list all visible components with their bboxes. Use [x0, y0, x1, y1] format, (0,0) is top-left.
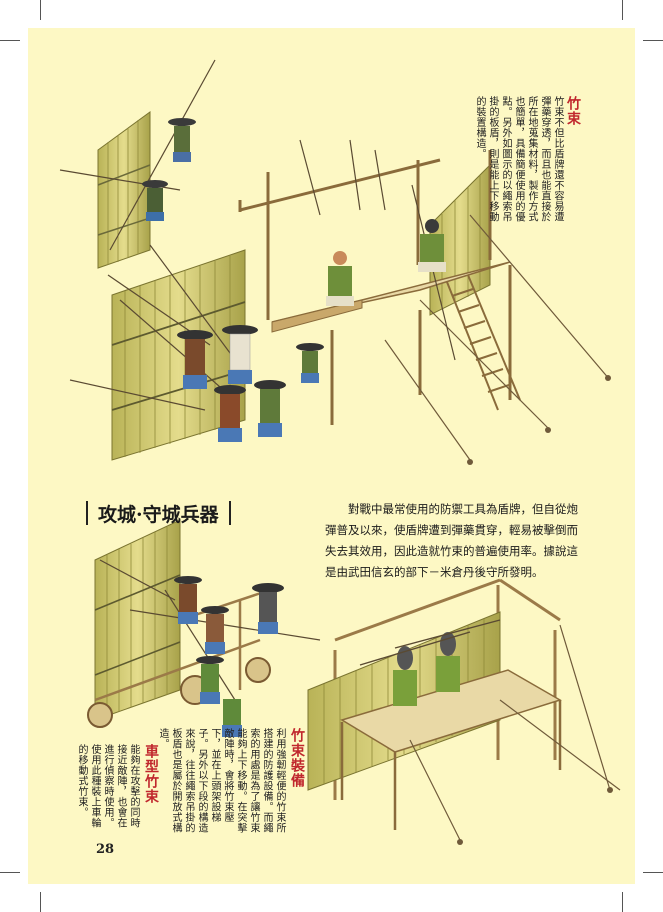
- heading-bar-left: [86, 501, 88, 525]
- crop-mark-bottom-right-h: [643, 872, 663, 873]
- wheeled-cart: [87, 519, 321, 737]
- caption-text-chexing-zhushu: 能夠在攻擊的同時接近敵陣，也會在進行偵察時使用。使用此種裝上車輪的移動式竹束。: [76, 744, 139, 828]
- bamboo-wall-top-left: [97, 111, 151, 269]
- soldiers-top: [142, 118, 446, 442]
- caption-title-zhushu: 竹束: [565, 96, 581, 126]
- caption-text-zhushu-zhuangbei: 利用強韌輕便的竹束所搭建的防護設備。而繩索的用處是為了讓竹束能夠上下移動。在突擊…: [157, 728, 285, 833]
- caption-text-zhushu: 竹束不但比盾牌還不容易遭彈藥穿透，而且也能直接於所在地蒐集材料，製作方式也簡單，…: [474, 96, 563, 222]
- ropes-bottom: [409, 624, 621, 841]
- caption-title-zhushu-zhuangbei: 竹束裝備: [289, 728, 305, 788]
- crop-mark-top-right-h: [643, 40, 663, 41]
- crop-mark-top-left: [40, 0, 41, 20]
- bamboo-apparatus: [307, 578, 621, 845]
- crop-mark-bottom-right: [622, 892, 623, 912]
- section-body: 對戰中最常使用的防禦工具為盾牌，但自從炮彈普及以來，使盾牌遭到彈藥貫穿，輕易被擊…: [325, 502, 578, 579]
- page-number: 28: [96, 842, 115, 857]
- soldiers-cart: [174, 576, 284, 737]
- section-heading: 攻城·守城兵器: [86, 500, 231, 526]
- rope-stakes: [467, 375, 611, 465]
- crop-mark-bottom-left-h: [0, 872, 20, 873]
- bamboo-wall-right: [429, 163, 491, 316]
- caption-title-chexing-zhushu: 車型竹束: [143, 744, 159, 804]
- crop-mark-top-right: [622, 0, 623, 20]
- section-title: 攻城·守城兵器: [98, 503, 219, 526]
- crop-mark-bottom-left: [40, 892, 41, 912]
- heading-bar-right: [228, 501, 231, 525]
- ropes: [384, 214, 611, 461]
- crop-mark-top-left-h: [0, 40, 20, 41]
